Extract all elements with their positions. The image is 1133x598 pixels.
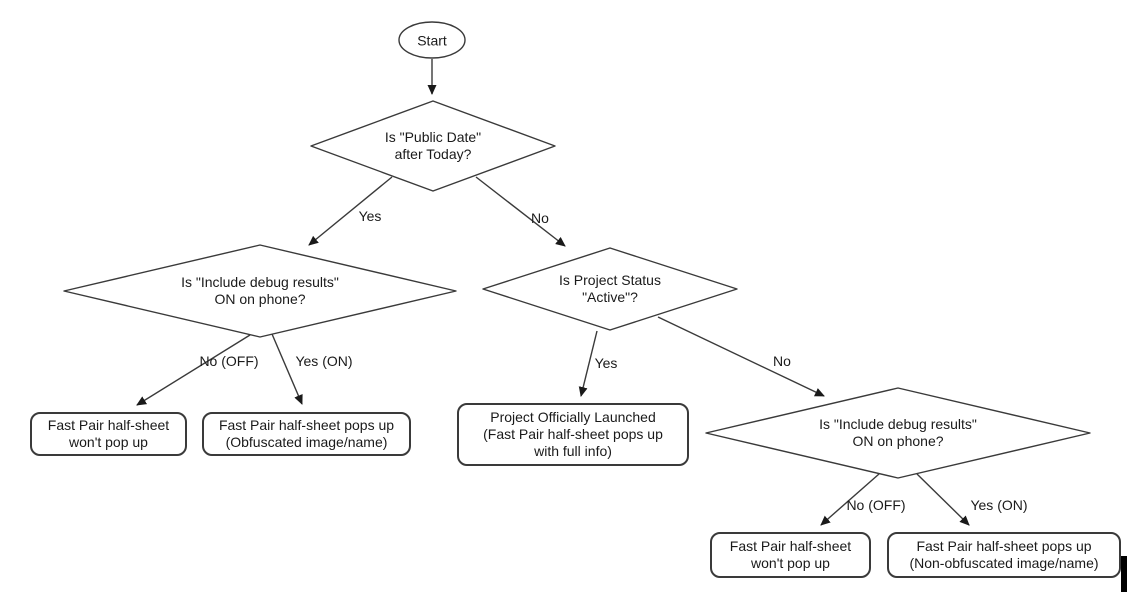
edge-public-date-no bbox=[475, 176, 566, 247]
edge-public-date-yes bbox=[308, 176, 393, 246]
outcome-obfuscated: Fast Pair half-sheet pops up (Obfuscated… bbox=[202, 412, 411, 456]
start-node-shape bbox=[398, 21, 466, 59]
edge-label-public-date-no: No bbox=[531, 210, 549, 226]
outcome-non-obfuscated: Fast Pair half-sheet pops up (Non-obfusc… bbox=[887, 532, 1121, 578]
edge-project-status-no bbox=[657, 316, 825, 397]
edge-label-debug-right-yes: Yes (ON) bbox=[970, 497, 1028, 513]
edge-label-public-date-yes: Yes bbox=[358, 208, 382, 224]
edge-label-debug-right-no: No (OFF) bbox=[846, 497, 906, 513]
decision-public-date-label: Is "Public Date" after Today? bbox=[384, 129, 482, 162]
edge-debug-right-yes bbox=[916, 473, 970, 526]
decision-debug-left-shape bbox=[63, 244, 457, 338]
outcome-launched: Project Officially Launched (Fast Pair h… bbox=[457, 403, 689, 466]
edge-label-project-status-yes: Yes bbox=[594, 355, 618, 371]
edge-label-debug-left-yes: Yes (ON) bbox=[295, 353, 353, 369]
outcome-no-popup-right: Fast Pair half-sheet won't pop up bbox=[710, 532, 871, 578]
outcome-no-popup-left: Fast Pair half-sheet won't pop up bbox=[30, 412, 187, 456]
text-cursor-bar bbox=[1121, 556, 1127, 592]
decision-debug-left-label: Is "Include debug results" ON on phone? bbox=[181, 274, 339, 307]
edge-debug-left-yes bbox=[271, 333, 303, 405]
decision-public-date-shape bbox=[310, 100, 556, 192]
edge-project-status-yes bbox=[578, 330, 598, 397]
decision-debug-right-shape bbox=[705, 387, 1091, 479]
start-node-label: Start bbox=[417, 32, 447, 49]
decision-project-status-label: Is Project Status "Active"? bbox=[559, 272, 661, 305]
edge-debug-left-no bbox=[136, 334, 251, 406]
decision-project-status-shape bbox=[482, 247, 738, 331]
edge-debug-right-no bbox=[820, 473, 880, 526]
edge-label-project-status-no: No bbox=[773, 353, 791, 369]
decision-debug-right-label: Is "Include debug results" ON on phone? bbox=[819, 416, 977, 449]
edge-label-debug-left-no: No (OFF) bbox=[199, 353, 259, 369]
